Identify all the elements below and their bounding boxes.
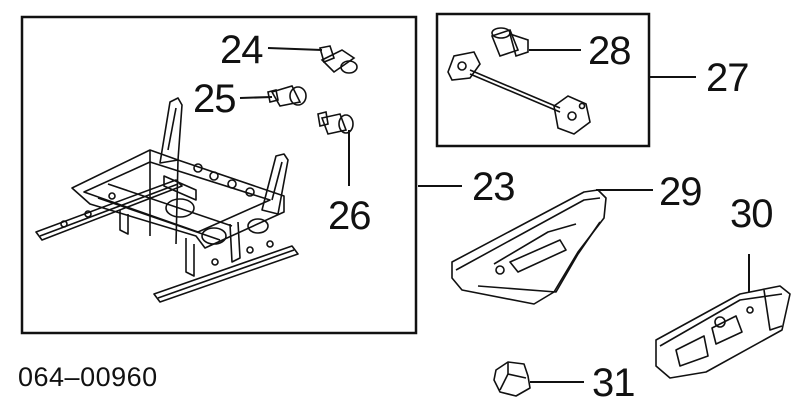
motor-24 xyxy=(320,46,357,73)
callout-26: 26 xyxy=(328,196,371,236)
callout-29: 29 xyxy=(659,172,702,212)
drive-shaft-assembly xyxy=(448,52,590,134)
callout-30: 30 xyxy=(730,194,773,234)
seat-track-frame xyxy=(36,98,298,302)
figure-code: 064–00960 xyxy=(18,362,158,392)
callout-24: 24 xyxy=(220,30,263,70)
callout-28: 28 xyxy=(588,31,631,71)
callout-23: 23 xyxy=(472,167,515,207)
callout-25: 25 xyxy=(193,79,236,119)
seat-switch-cover xyxy=(656,286,790,378)
motor-25 xyxy=(268,86,306,106)
callout-31: 31 xyxy=(592,363,635,403)
motor-28 xyxy=(492,28,528,56)
clip xyxy=(494,362,530,396)
motor-26 xyxy=(318,112,353,134)
callout-27: 27 xyxy=(706,58,749,98)
